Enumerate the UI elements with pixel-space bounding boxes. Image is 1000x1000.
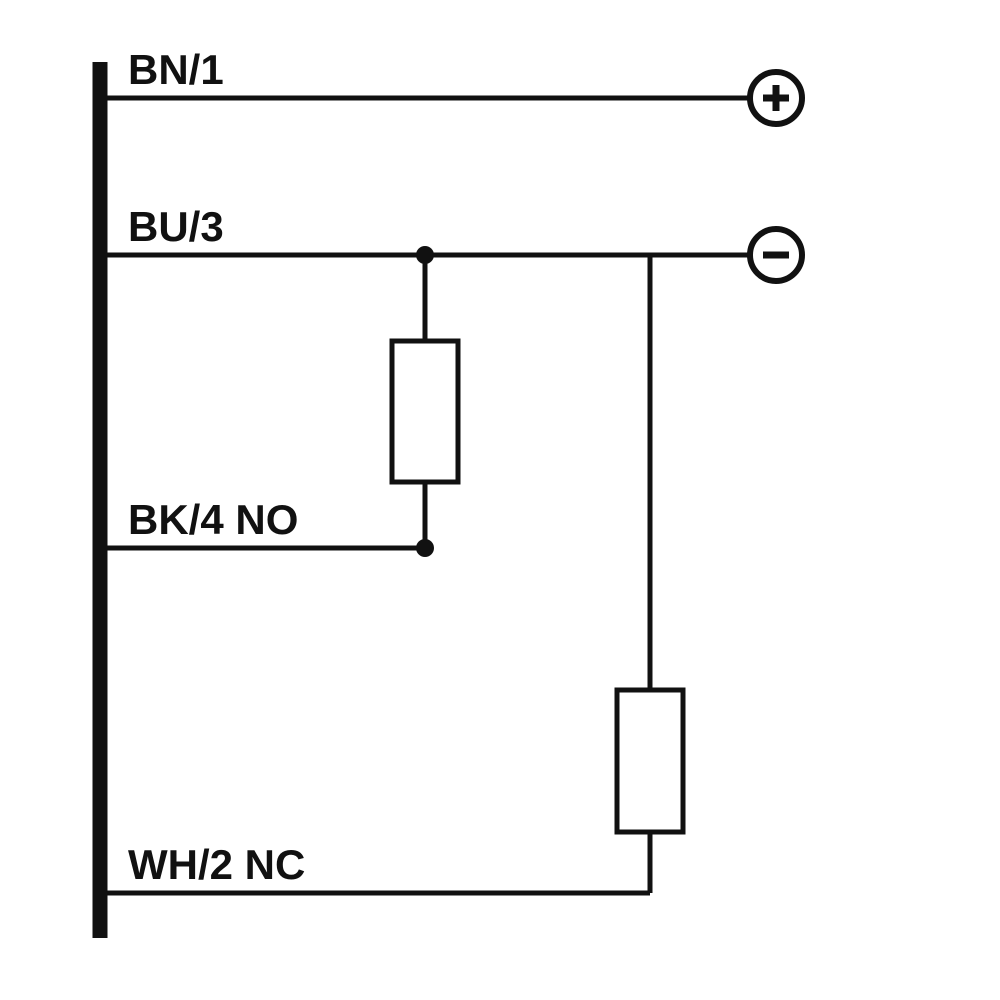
wire-label-wh2: WH/2 NC — [128, 841, 305, 888]
resistor-2 — [614, 687, 686, 835]
plus-icon — [763, 85, 789, 111]
wire-label-bu3: BU/3 — [128, 203, 224, 250]
resistor-1 — [389, 338, 461, 485]
wire-label-bn1: BN/1 — [128, 46, 224, 93]
wire-label-bk4: BK/4 NO — [128, 496, 298, 543]
